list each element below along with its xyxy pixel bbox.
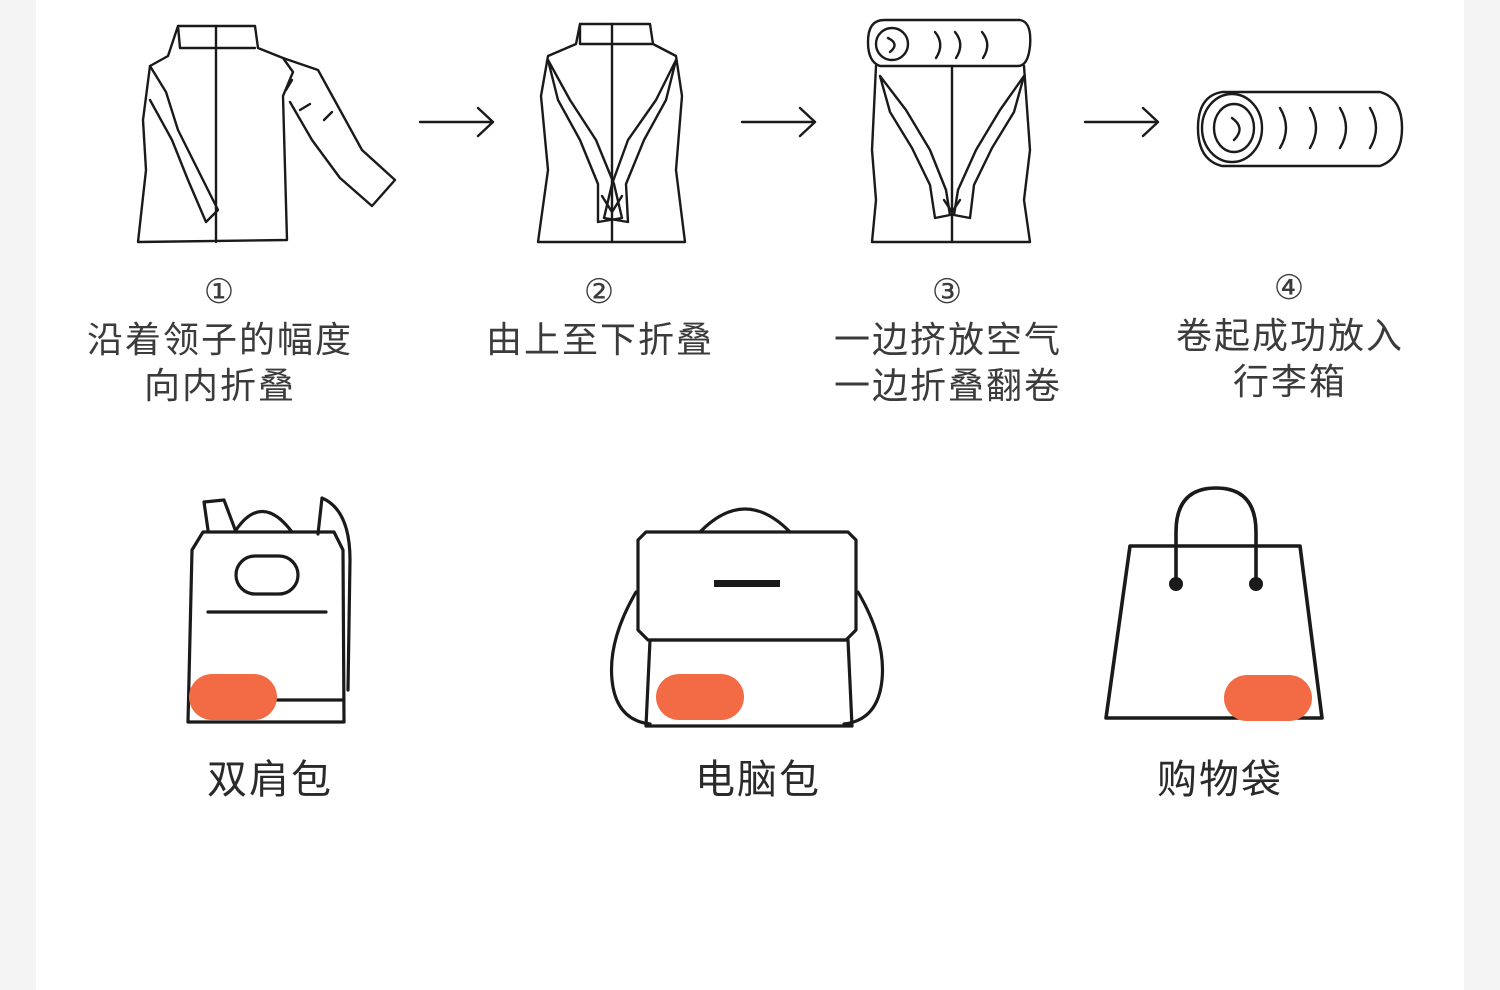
- backpack-label: 双肩包: [207, 757, 333, 803]
- step-3-line-2: 一边折叠翻卷: [833, 366, 1062, 407]
- step-1-line-2: 向内折叠: [143, 366, 296, 407]
- jacket-step2-icon: [536, 22, 687, 244]
- rolled-jacket-icon: [1196, 90, 1404, 168]
- step-2-number: ②: [583, 272, 617, 312]
- shopping-bag-icon: [1104, 486, 1324, 721]
- step-3-caption: ③ 一边挤放空气 一边折叠翻卷: [788, 268, 1108, 410]
- arrow-icon: [740, 106, 817, 138]
- step-1-line-1: 沿着领子的幅度: [86, 320, 353, 361]
- step-3-line-1: 一边挤放空气: [833, 320, 1062, 361]
- jacket-step1-icon: [136, 24, 397, 244]
- step-4-line-1: 卷起成功放入: [1175, 316, 1404, 357]
- backpack-icon: [186, 496, 352, 724]
- jacket-step3-icon: [866, 18, 1032, 244]
- step-4-number: ④: [1273, 268, 1307, 308]
- step-2-caption: ② 由上至下折叠: [440, 268, 760, 364]
- shopping-bag-label: 购物袋: [1157, 757, 1283, 803]
- laptop-bag-icon: [609, 507, 885, 728]
- step-1-number: ①: [203, 272, 237, 312]
- arrow-icon: [1083, 106, 1160, 138]
- step-2-line-1: 由上至下折叠: [485, 320, 714, 361]
- laptop-bag-label: 电脑包: [695, 757, 821, 803]
- step-4-caption: ④ 卷起成功放入 行李箱: [1130, 264, 1450, 406]
- step-3-number: ③: [931, 272, 965, 312]
- step-1-caption: ① 沿着领子的幅度 向内折叠: [60, 268, 380, 410]
- arrow-icon: [418, 106, 495, 138]
- step-4-line-2: 行李箱: [1232, 362, 1347, 403]
